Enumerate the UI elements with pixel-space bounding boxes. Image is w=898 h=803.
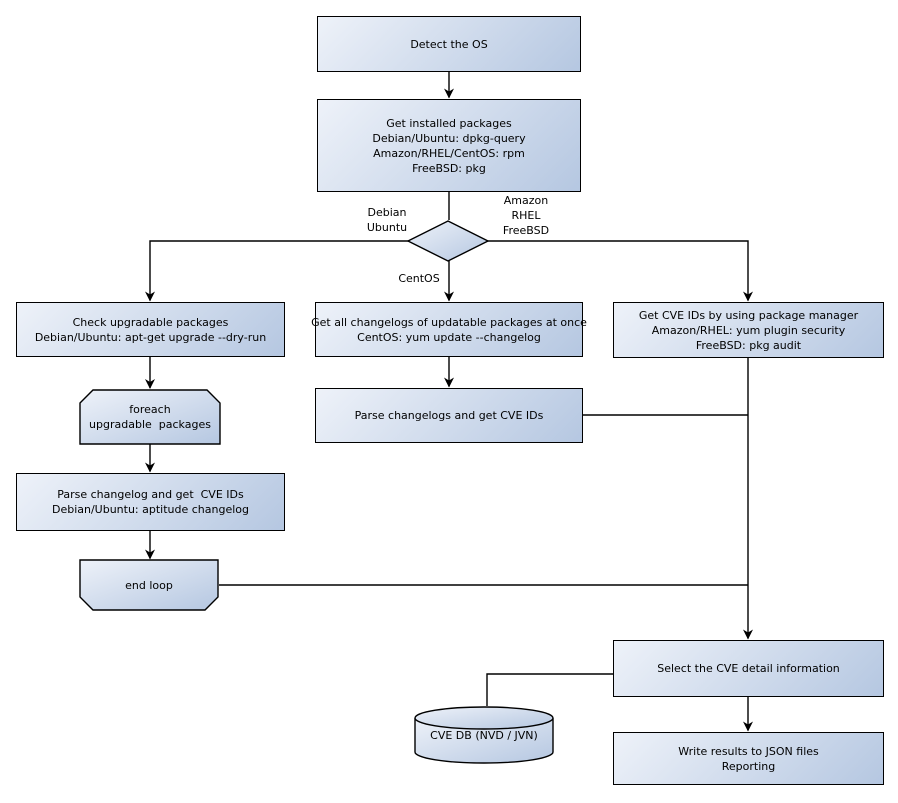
node-get-cve-ids-pkg-mgr: Get CVE IDs by using package manager Ama… bbox=[613, 302, 884, 358]
foreach-shape bbox=[79, 389, 221, 445]
node-detect-os-label: Detect the OS bbox=[410, 37, 488, 51]
node-end-loop: end loop bbox=[80, 560, 218, 610]
node-check-upgradable: Check upgradable packages Debian/Ubuntu:… bbox=[16, 302, 285, 357]
node-detect-os: Detect the OS bbox=[317, 16, 581, 72]
node-write-results: Write results to JSON files Reporting bbox=[613, 732, 884, 785]
end-loop-shape bbox=[79, 559, 219, 611]
branch-label-centos: CentOS bbox=[398, 272, 440, 285]
node-select-cve-detail: Select the CVE detail information bbox=[613, 640, 884, 697]
node-check-upgradable-label: Check upgradable packages Debian/Ubuntu:… bbox=[34, 315, 267, 344]
node-parse-changelogs-centos-label: Parse changelogs and get CVE IDs bbox=[354, 409, 544, 422]
node-select-cve-detail-label: Select the CVE detail information bbox=[657, 662, 840, 675]
branch-label-amazon-rhel-freebsd: Amazon RHEL FreeBSD bbox=[502, 194, 550, 237]
edge-decision-to-get-cve-ids bbox=[487, 240, 753, 302]
node-foreach-loop: foreach upgradable packages bbox=[80, 390, 220, 444]
edge-select-to-cvedb bbox=[486, 673, 613, 706]
node-get-all-changelogs-label: Get all changelogs of updatable packages… bbox=[311, 315, 587, 344]
node-get-all-changelogs: Get all changelogs of updatable packages… bbox=[311, 302, 587, 357]
branch-label-debian-ubuntu: Debian Ubuntu bbox=[366, 206, 408, 234]
node-get-cve-ids-pkg-mgr-label: Get CVE IDs by using package manager Ama… bbox=[638, 308, 859, 352]
node-get-installed-packages: Get installed packages Debian/Ubuntu: dp… bbox=[317, 99, 581, 192]
node-parse-changelog-deb-label: Parse changelog and get CVE IDs Debian/U… bbox=[51, 488, 250, 516]
node-parse-changelog-deb: Parse changelog and get CVE IDs Debian/U… bbox=[16, 473, 285, 531]
cvedb-cylinder-body bbox=[414, 718, 554, 764]
node-cve-db: CVE DB (NVD / JVN) bbox=[405, 715, 563, 755]
node-write-results-label: Write results to JSON files Reporting bbox=[678, 744, 819, 773]
edge-decision-to-check-upgradable bbox=[145, 240, 409, 302]
node-cve-db-label: CVE DB (NVD / JVN) bbox=[430, 728, 538, 742]
node-get-installed-packages-label: Get installed packages Debian/Ubuntu: dp… bbox=[372, 116, 526, 175]
node-foreach-loop-label: foreach upgradable packages bbox=[89, 403, 211, 431]
decision-diamond-shape bbox=[406, 220, 490, 262]
node-parse-changelogs-centos: Parse changelogs and get CVE IDs bbox=[315, 388, 583, 443]
cvedb-cylinder-top bbox=[414, 706, 554, 730]
node-end-loop-label: end loop bbox=[125, 578, 173, 592]
